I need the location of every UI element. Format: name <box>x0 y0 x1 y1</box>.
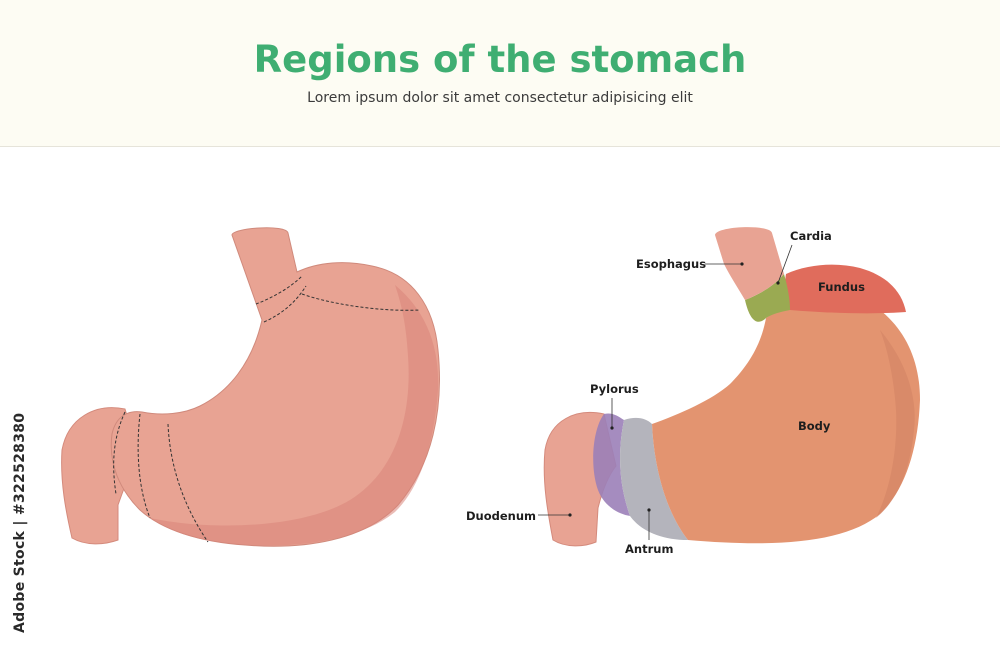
label-pylorus: Pylorus <box>590 382 639 396</box>
plain-antrum-line <box>167 423 209 543</box>
page-subtitle: Lorem ipsum dolor sit amet consectetur a… <box>307 90 693 106</box>
region-antrum <box>620 417 688 540</box>
label-antrum: Antrum <box>625 542 673 556</box>
plain-greater-curve-shadow <box>150 285 439 546</box>
dot-antrum <box>647 508 651 512</box>
dot-esophagus <box>740 262 744 266</box>
label-cardia: Cardia <box>790 229 832 243</box>
diagram-canvas: Cardia Esophagus Fundus Pylorus Body Duo… <box>61 227 920 556</box>
label-duodenum: Duodenum <box>466 509 536 523</box>
plain-pylorus-line-1 <box>113 411 126 495</box>
plain-stomach-body <box>110 227 440 547</box>
region-esophagus <box>715 227 784 300</box>
label-esophagus: Esophagus <box>636 257 706 271</box>
dot-duodenum <box>568 513 572 517</box>
dot-pylorus <box>610 426 614 430</box>
plain-cardia-line-2 <box>263 285 307 323</box>
stomach-plain <box>61 227 440 547</box>
dot-cardia <box>776 281 780 285</box>
region-cardia <box>745 274 790 322</box>
plain-pylorus-line-2 <box>137 413 151 519</box>
plain-cardia-line-1 <box>255 275 303 305</box>
header-banner <box>0 0 1000 147</box>
stomach-regions <box>543 227 920 547</box>
region-fundus <box>785 264 906 314</box>
leader-cardia <box>777 244 793 284</box>
region-body <box>652 306 920 544</box>
page-title: Regions of the stomach <box>253 38 747 81</box>
plain-fundus-line <box>301 293 421 311</box>
region-body-shadow <box>876 330 915 518</box>
region-pylorus <box>593 413 630 516</box>
label-fundus: Fundus <box>818 280 865 294</box>
label-body: Body <box>798 419 831 433</box>
